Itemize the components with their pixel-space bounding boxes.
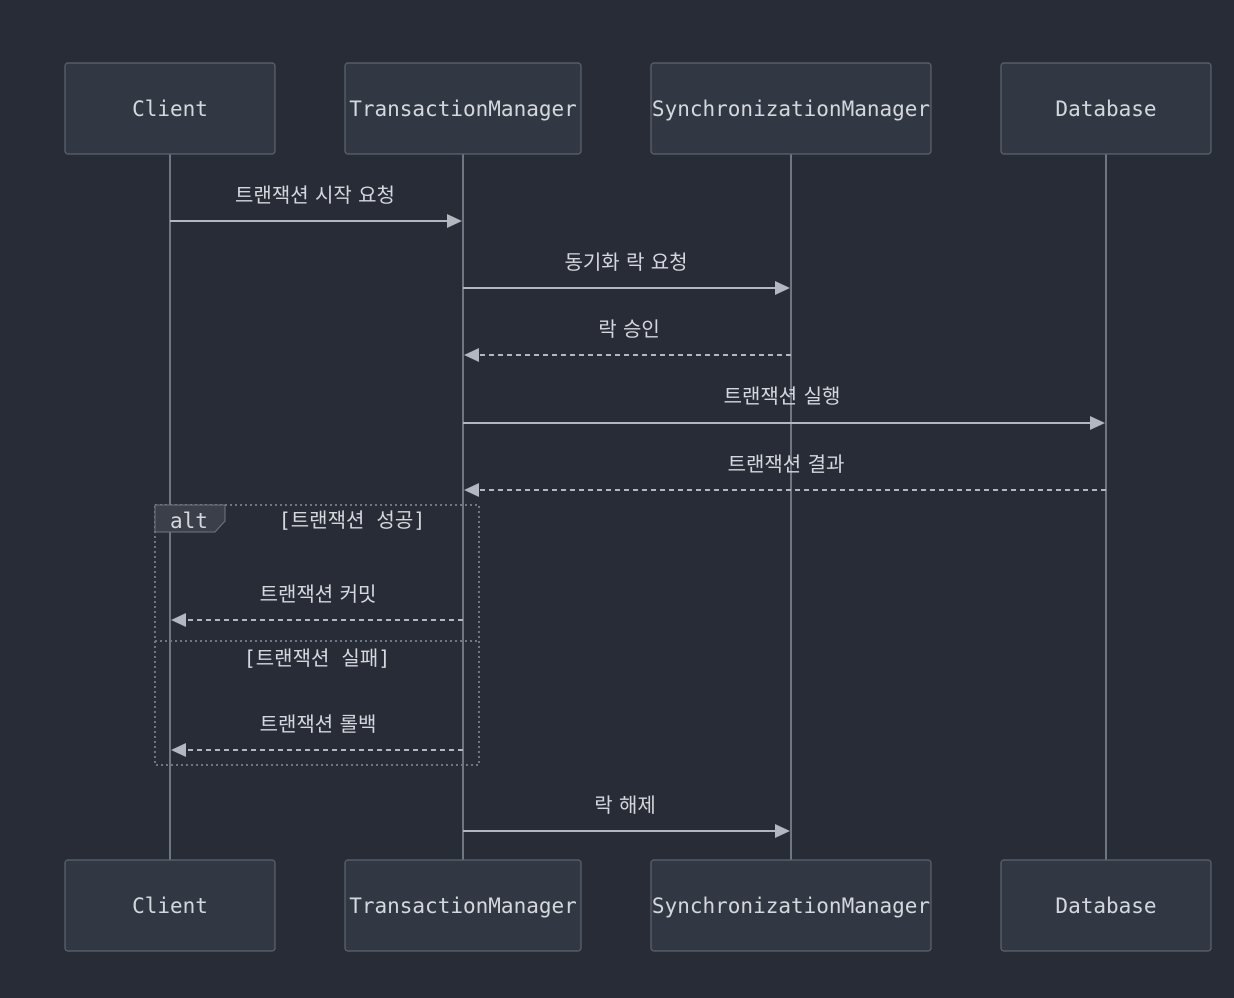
actor-synchronization-manager-bottom[interactable]: SynchronizationManager xyxy=(650,859,932,952)
message-label: 락 승인 xyxy=(598,317,660,341)
message-label: 트랜잭션 결과 xyxy=(728,452,845,476)
actor-label: Database xyxy=(1055,894,1156,918)
arrowhead xyxy=(1090,416,1105,430)
actor-box xyxy=(650,859,932,952)
actor-transaction-manager-bottom[interactable]: TransactionManager xyxy=(344,859,582,952)
alt-condition-success: [트랜잭션 성공] xyxy=(279,508,426,532)
arrowhead xyxy=(464,348,479,362)
actor-database-top[interactable]: Database xyxy=(1000,62,1212,155)
actor-label: SynchronizationManager xyxy=(652,97,930,121)
actor-box xyxy=(1000,859,1212,952)
actor-label: SynchronizationManager xyxy=(652,894,930,918)
message-label: 트랜잭션 커밋 xyxy=(260,582,377,606)
actor-box xyxy=(344,859,582,952)
alt-frame-border xyxy=(154,504,480,766)
actor-transaction-manager-top[interactable]: TransactionManager xyxy=(344,62,582,155)
arrowhead xyxy=(171,613,186,627)
actor-label: Client xyxy=(132,894,208,918)
actor-box xyxy=(650,62,932,155)
message-label: 트랜잭션 실행 xyxy=(724,384,841,408)
arrowhead xyxy=(775,824,790,838)
actor-label: Database xyxy=(1055,97,1156,121)
arrowhead xyxy=(447,214,462,228)
actor-database-bottom[interactable]: Database xyxy=(1000,859,1212,952)
actors-bottom: Client TransactionManager Synchronizatio… xyxy=(64,859,1212,952)
messages: 트랜잭션 시작 요청 동기화 락 요청 락 승인 트랜잭션 실행 트랜잭션 결과… xyxy=(170,183,1106,838)
actor-label: TransactionManager xyxy=(349,97,577,121)
actor-client-top[interactable]: Client xyxy=(64,62,276,155)
alt-frame-keyword: alt xyxy=(170,509,208,533)
arrowhead xyxy=(464,483,479,497)
alt-frame-tab xyxy=(154,504,226,533)
actor-box xyxy=(64,859,276,952)
actor-client-bottom[interactable]: Client xyxy=(64,859,276,952)
actor-box xyxy=(64,62,276,155)
message-label: 트랜잭션 롤백 xyxy=(260,712,377,736)
message-label: 락 해제 xyxy=(594,793,656,817)
alt-frame: alt [트랜잭션 성공] [트랜잭션 실패] xyxy=(154,504,480,766)
alt-condition-failure: [트랜잭션 실패] xyxy=(244,646,391,670)
message-label: 동기화 락 요청 xyxy=(564,250,687,274)
actor-box xyxy=(344,62,582,155)
message-label: 트랜잭션 시작 요청 xyxy=(235,183,395,207)
actor-synchronization-manager-top[interactable]: SynchronizationManager xyxy=(650,62,932,155)
actor-label: Client xyxy=(132,97,208,121)
actor-box xyxy=(1000,62,1212,155)
arrowhead xyxy=(171,743,186,757)
actor-label: TransactionManager xyxy=(349,894,577,918)
arrowhead xyxy=(775,281,790,295)
actors-top: Client TransactionManager Synchronizatio… xyxy=(64,62,1212,155)
